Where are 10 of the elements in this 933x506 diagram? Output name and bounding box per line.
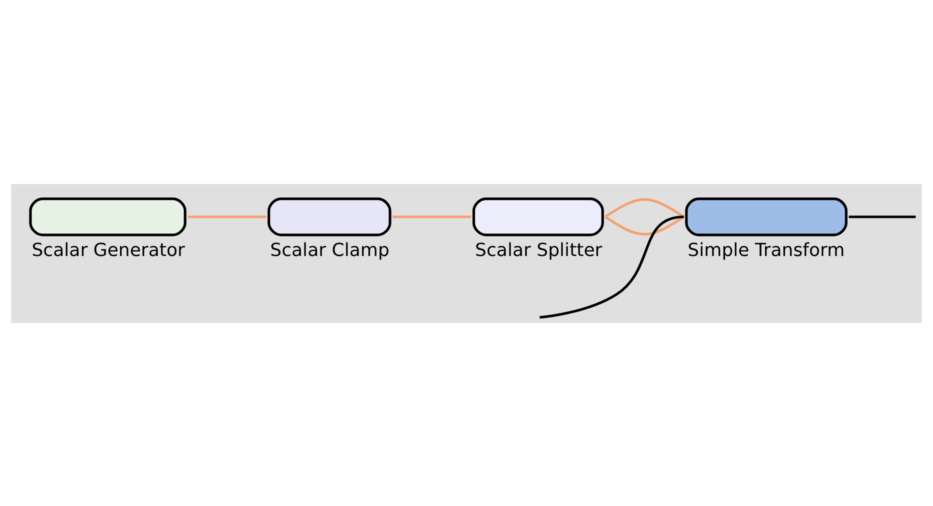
node-label: Scalar Splitter [475, 239, 602, 260]
connector [848, 215, 916, 218]
connector [604, 215, 685, 235]
node-label: Scalar Clamp [270, 239, 390, 260]
node-label: Simple Transform [688, 239, 845, 260]
connector [392, 215, 472, 218]
connector [540, 215, 684, 318]
connector [604, 198, 684, 218]
node-label: Scalar Generator [32, 239, 185, 260]
connector [188, 215, 266, 218]
